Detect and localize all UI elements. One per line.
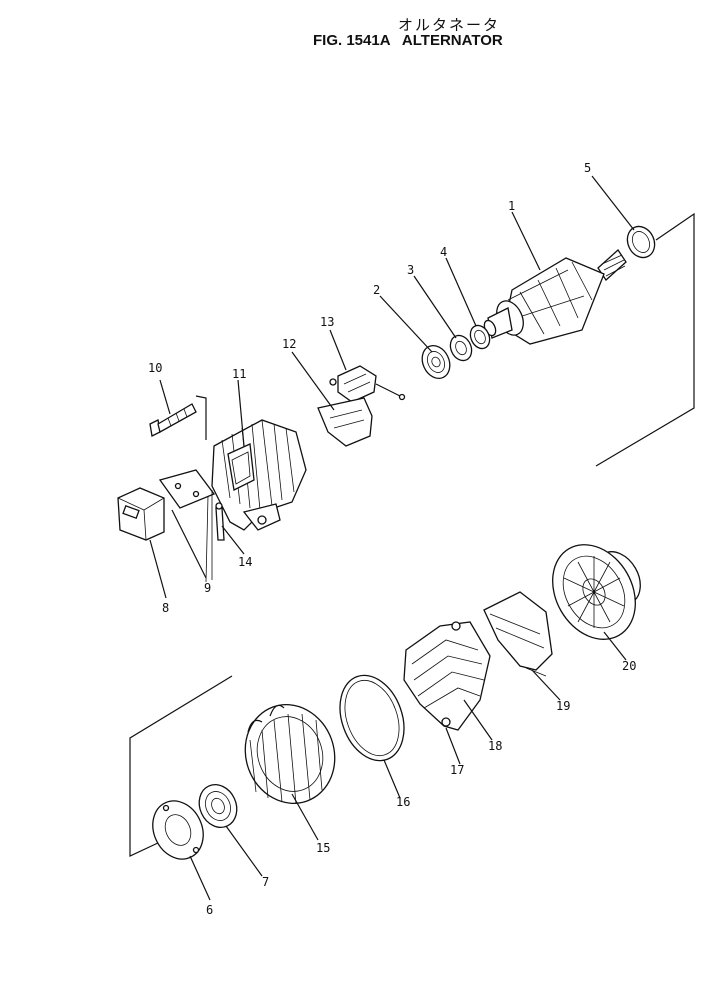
part-8-regulator	[117, 487, 165, 541]
callout-7: 7	[262, 875, 269, 889]
figure-title: FIG. 1541A ALTERNATOR	[313, 32, 503, 49]
axis-bracket-upper	[595, 212, 695, 467]
axis-bracket-lower	[129, 675, 233, 857]
part-20-pulley	[552, 544, 641, 640]
part-19-shroud	[483, 591, 553, 677]
callout-5: 5	[584, 161, 591, 175]
part-17-front-housing	[403, 621, 491, 731]
part-16-o-ring	[339, 674, 405, 762]
part-9-plate	[158, 469, 216, 583]
callout-15: 15	[316, 841, 330, 855]
callout-20: 20	[622, 659, 636, 673]
callout-10: 10	[148, 361, 162, 375]
leader-lines	[149, 175, 635, 901]
part-7-bearing	[198, 784, 238, 828]
callout-11: 11	[232, 367, 246, 381]
part-12-cover	[317, 397, 373, 447]
callout-18: 18	[488, 739, 502, 753]
callout-14: 14	[238, 555, 252, 569]
callout-19: 19	[556, 699, 570, 713]
callout-16: 16	[396, 795, 410, 809]
callout-8: 8	[162, 601, 169, 615]
callout-1: 1	[508, 199, 515, 213]
part-5-ring	[626, 225, 656, 259]
title-japanese: オルタネータ	[398, 16, 501, 34]
part-4-washer	[469, 324, 491, 350]
callout-6: 6	[206, 903, 213, 917]
part-11-rear-housing	[211, 419, 307, 531]
axis-bracket-left	[195, 395, 207, 440]
callout-2: 2	[373, 283, 380, 297]
callout-17: 17	[450, 763, 464, 777]
callout-3: 3	[407, 263, 414, 277]
part-14-pin	[215, 502, 225, 541]
callout-4: 4	[440, 245, 447, 259]
callout-9: 9	[204, 581, 211, 595]
callout-labels: 1 2 3 4 5 6 7 8 9 10 11 12 13 14 15 16 1…	[148, 161, 636, 917]
callout-12: 12	[282, 337, 296, 351]
part-13-brush-holder	[329, 365, 406, 403]
part-1-rotor	[483, 249, 627, 345]
part-10-bolt	[149, 403, 197, 437]
part-15-stator	[244, 704, 336, 805]
part-2-bearing	[421, 344, 451, 380]
callout-13: 13	[320, 315, 334, 329]
part-6-retainer	[152, 800, 204, 860]
